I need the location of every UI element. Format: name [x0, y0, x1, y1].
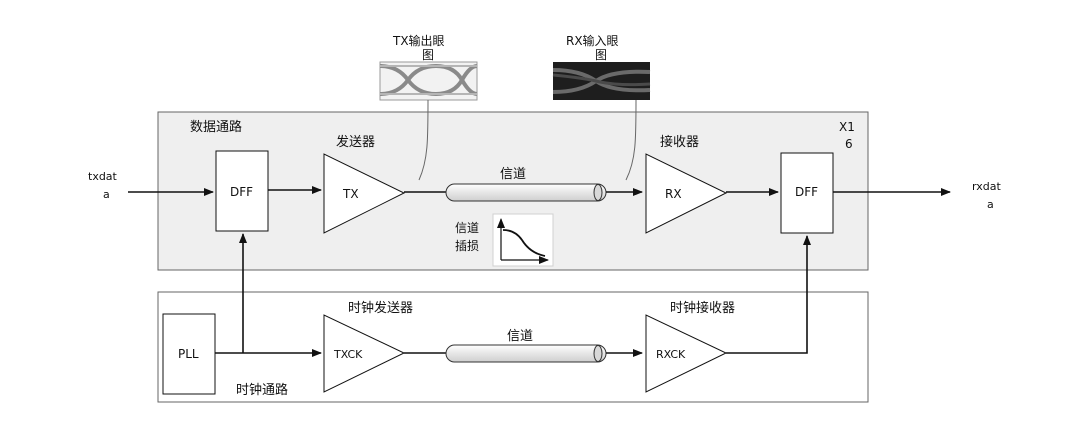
rx-probe-line	[625, 99, 637, 181]
tx-block	[323, 153, 406, 234]
rx-eye-label-line1: RX输入眼	[566, 33, 619, 48]
pll-label: PLL	[178, 347, 199, 361]
channel-loss-plot	[492, 213, 554, 267]
x16-label-line2: 6	[845, 137, 853, 151]
dff-in-label: DFF	[230, 185, 253, 199]
rxck-label: RXCK	[656, 348, 686, 361]
clock-transmitter-label: 时钟发送器	[348, 300, 413, 316]
rxdata-label-line2: a	[987, 198, 994, 211]
clock-channel-label: 信道	[507, 329, 533, 344]
tx-eye-label-line1: TX输出眼	[392, 33, 445, 48]
rx-eye-diagram	[552, 62, 651, 100]
data-path-label: 数据通路	[190, 119, 242, 135]
channel-label: 信道	[500, 167, 526, 182]
x16-label-line1: X1	[839, 120, 855, 134]
channel-loss-label-line2: 插损	[455, 239, 479, 253]
dff-out-block	[780, 152, 834, 234]
txdata-label-line1: txdat	[88, 170, 118, 183]
dff-in-block	[215, 150, 269, 232]
tx-eye-diagram	[379, 61, 478, 101]
txck-block	[323, 314, 406, 393]
pll-block	[162, 313, 216, 395]
tx-probe-line	[418, 99, 429, 181]
rx-eye-label-line2: 图	[595, 48, 607, 62]
tx-label: TX	[342, 187, 359, 201]
rxck-block	[645, 314, 728, 393]
txdata-label-line2: a	[103, 188, 110, 201]
rx-block	[645, 153, 728, 234]
clock-receiver-label: 时钟接收器	[670, 300, 735, 316]
txck-label: TXCK	[333, 348, 363, 361]
transmitter-label: 发送器	[336, 134, 375, 150]
tx-eye-label-line2: 图	[422, 48, 434, 62]
data-channel-cable	[445, 183, 607, 202]
clock-path-label: 时钟通路	[236, 382, 288, 398]
receiver-label: 接收器	[660, 134, 699, 150]
clock-channel-cable	[445, 344, 607, 363]
rxdata-label-line1: rxdat	[972, 180, 1001, 193]
dff-out-label: DFF	[795, 185, 818, 199]
channel-loss-label-line1: 信道	[455, 221, 479, 235]
rxck-to-dff-out-clock	[726, 235, 811, 354]
rx-label: RX	[665, 187, 682, 201]
